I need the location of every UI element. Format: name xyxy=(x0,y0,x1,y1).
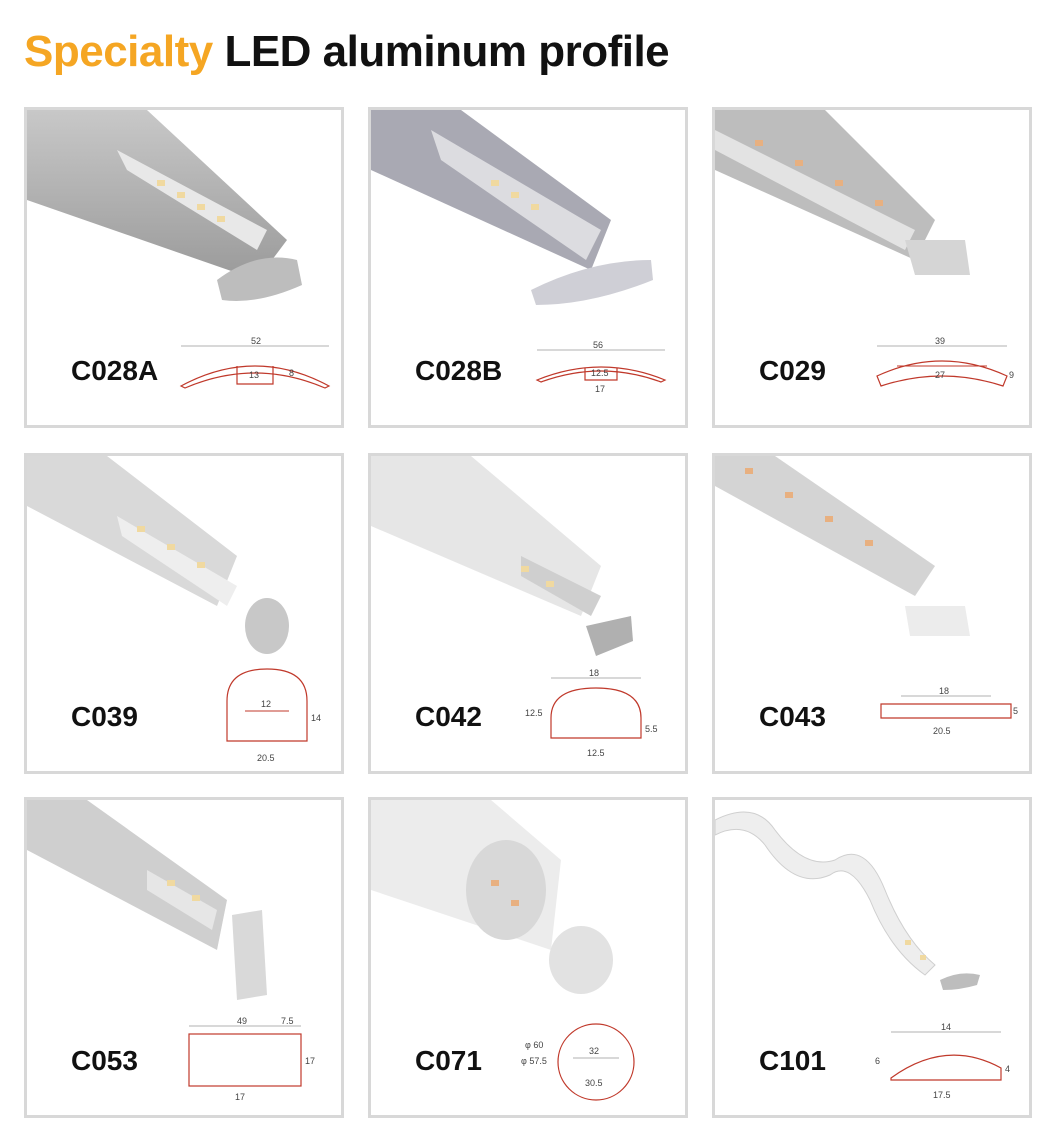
profile-code: C039 xyxy=(71,701,138,732)
page-title: Specialty LED aluminum profile xyxy=(24,27,670,76)
cross-section-diagram: 18 5 20.5 xyxy=(880,686,1018,736)
dim-base: 17 xyxy=(235,1092,245,1102)
profile-card[interactable]: C101 14 6 4 17.5 xyxy=(712,797,1032,1118)
profile-card[interactable]: C071 φ 60 φ 57.5 32 30.5 xyxy=(368,797,688,1118)
title-accent: Specialty xyxy=(24,27,213,76)
profile-code: C028A xyxy=(71,355,159,386)
dim-height: 8 xyxy=(289,368,294,378)
dim-outer: φ 60 xyxy=(525,1040,543,1050)
product-photo xyxy=(27,456,289,654)
profile-code: C028B xyxy=(415,355,503,386)
dim-base: 20.5 xyxy=(257,753,275,763)
dim-inner: 27 xyxy=(935,370,945,380)
cross-section-diagram: 56 12.5 17 xyxy=(535,340,667,394)
dim-width: 18 xyxy=(939,686,949,696)
profile-code: C043 xyxy=(759,701,826,732)
product-photo xyxy=(715,811,980,990)
dim-height: 17 xyxy=(305,1056,315,1066)
dim-base: 12.5 xyxy=(587,748,605,758)
dim-height: 9 xyxy=(1009,370,1014,380)
product-photo xyxy=(715,456,970,636)
dim-inner: 32 xyxy=(589,1046,599,1056)
dim-height: 5 xyxy=(1013,706,1018,716)
cross-section-diagram: 12 14 20.5 xyxy=(226,668,321,763)
product-photo xyxy=(371,800,613,994)
dim-base: 17 xyxy=(595,384,605,394)
cross-section-diagram: 39 27 9 xyxy=(876,336,1014,387)
profile-code: C053 xyxy=(71,1045,138,1076)
profile-card[interactable]: C029 39 27 9 xyxy=(712,107,1032,428)
dim-lip: 4 xyxy=(1005,1064,1010,1074)
product-photo xyxy=(715,110,970,275)
profile-card[interactable]: C043 18 5 20.5 xyxy=(712,453,1032,774)
dim-inner: 12 xyxy=(261,699,271,709)
dim-width: 49 xyxy=(237,1016,247,1026)
dim-base: 20.5 xyxy=(933,726,951,736)
dim-inner: 12.5 xyxy=(591,368,609,378)
cross-section-diagram: φ 60 φ 57.5 32 30.5 xyxy=(521,1023,635,1101)
dim-height: 12.5 xyxy=(525,708,543,718)
dim-width: 52 xyxy=(251,336,261,346)
product-photo xyxy=(27,800,267,1000)
cross-section-diagram: 52 13 8 xyxy=(179,336,331,389)
dim-wall: 7.5 xyxy=(281,1016,294,1026)
title-rest: LED aluminum profile xyxy=(224,27,670,76)
profile-card[interactable]: C042 18 12.5 5.5 12.5 xyxy=(368,453,688,774)
product-photo xyxy=(371,456,633,656)
profile-card[interactable]: C028A 52 13 8 xyxy=(24,107,344,428)
profile-code: C071 xyxy=(415,1045,482,1076)
dim-base: 17.5 xyxy=(933,1090,951,1100)
profile-code: C101 xyxy=(759,1045,826,1076)
dim-width: 14 xyxy=(941,1022,951,1032)
profile-code: C042 xyxy=(415,701,482,732)
dim-inner-diameter: φ 57.5 xyxy=(521,1056,547,1066)
profile-card[interactable]: C053 49 7.5 17 17 xyxy=(24,797,344,1118)
dim-width: 39 xyxy=(935,336,945,346)
product-photo xyxy=(371,110,653,305)
dim-lip: 5.5 xyxy=(645,724,658,734)
cross-section-diagram: 49 7.5 17 17 xyxy=(188,1016,315,1102)
cross-section-diagram: 14 6 4 17.5 xyxy=(875,1022,1010,1100)
dim-inner: 13 xyxy=(249,370,259,380)
profile-card[interactable]: C028B 56 12.5 17 xyxy=(368,107,688,428)
profile-code: C029 xyxy=(759,355,826,386)
dim-base: 30.5 xyxy=(585,1078,603,1088)
profile-card[interactable]: C039 12 14 20.5 xyxy=(24,453,344,774)
dim-width: 18 xyxy=(589,668,599,678)
dim-height: 6 xyxy=(875,1056,880,1066)
cross-section-diagram: 18 12.5 5.5 12.5 xyxy=(525,668,658,758)
dim-width: 56 xyxy=(593,340,603,350)
dim-height: 14 xyxy=(311,713,321,723)
product-photo xyxy=(27,110,302,301)
